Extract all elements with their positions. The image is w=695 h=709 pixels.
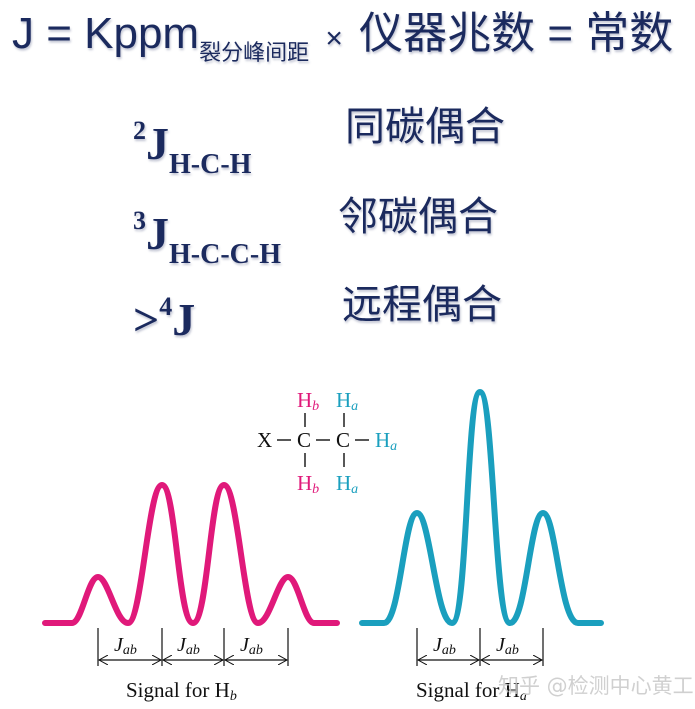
j-symbol: J — [172, 294, 196, 345]
formula-times: × — [325, 22, 343, 55]
j-symbol: J — [146, 208, 169, 259]
superscript: 4 — [159, 292, 173, 321]
coupling-2j: 2JH-C-H — [133, 106, 251, 190]
label-geminal: 同碳偶合 — [345, 104, 505, 150]
svg-text:Jab: Jab — [177, 634, 200, 658]
quartet-spacing-markers — [97, 628, 289, 666]
superscript: 2 — [133, 116, 146, 145]
coupling-constant-formula: J = Kppm裂分峰间距 × 仪器兆数 = 常数 — [12, 6, 673, 81]
coupling-4j: >4J — [133, 282, 195, 345]
quartet-j-labels: Jab Jab Jab — [114, 634, 263, 658]
triplet-spacing-markers — [416, 628, 544, 666]
label-vicinal: 邻碳偶合 — [338, 194, 498, 240]
quartet-caption: Signal for Hb — [126, 678, 237, 704]
j-subscript: H-C-C-H — [169, 239, 281, 270]
carbon-2: C — [336, 428, 350, 452]
quartet-signal-hb — [42, 482, 340, 626]
formula-lhs: J = Kppm — [12, 9, 200, 58]
hb-top: Hb — [297, 388, 319, 414]
triplet-signal-ha — [359, 389, 604, 626]
formula-subscript: 裂分峰间距 — [199, 40, 310, 65]
triplet-caption: Signal for Ha — [416, 678, 527, 704]
j-subscript: H-C-H — [169, 149, 252, 180]
x-atom: X — [257, 428, 272, 452]
svg-text:Jab: Jab — [114, 634, 137, 658]
triplet-j-labels: Jab Jab — [433, 634, 519, 658]
watermark: 知乎 @检测中心黄工 — [498, 674, 694, 698]
svg-text:Jab: Jab — [496, 634, 519, 658]
label-long-range: 远程偶合 — [342, 282, 502, 328]
superscript: 3 — [133, 206, 146, 235]
coupling-3j: 3JH-C-C-H — [133, 196, 281, 280]
carbon-1: C — [297, 428, 311, 452]
ha-top: Ha — [336, 388, 358, 414]
j-symbol: J — [146, 118, 169, 169]
hb-bottom: Hb — [297, 471, 319, 497]
svg-text:Jab: Jab — [240, 634, 263, 658]
formula-rhs: 仪器兆数 = 常数 — [359, 9, 674, 58]
ha-right: Ha — [375, 428, 397, 454]
ethyl-structure: X C C Hb Hb Ha Ha Ha — [257, 388, 397, 497]
prefix: > — [133, 294, 160, 345]
svg-text:Jab: Jab — [433, 634, 456, 658]
ha-bottom: Ha — [336, 471, 358, 497]
